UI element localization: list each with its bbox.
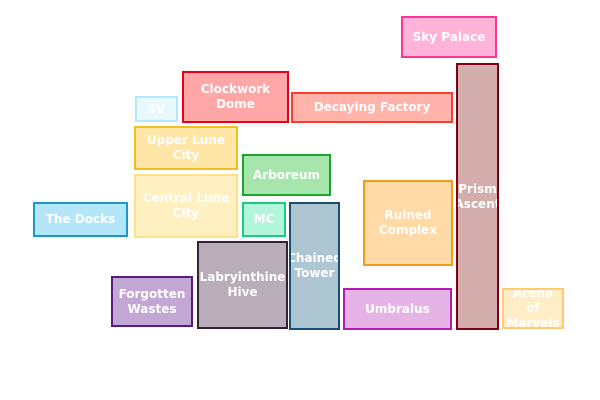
room-label: Prism Ascent bbox=[456, 181, 499, 211]
room-label: Arboreum bbox=[252, 167, 321, 182]
room-label: Labryinthine Hive bbox=[199, 270, 286, 299]
room-label: Umbralus bbox=[365, 301, 430, 316]
room-label: Chained Tower bbox=[289, 251, 340, 280]
room-umbralus[interactable]: Umbralus bbox=[343, 288, 452, 330]
room-label: Decaying Factory bbox=[313, 100, 431, 114]
room-central-lune-city[interactable]: Central Lune City bbox=[134, 174, 238, 238]
room-decaying-factory[interactable]: Decaying Factory bbox=[291, 92, 453, 123]
room-upper-lune-city[interactable]: Upper Lune City bbox=[134, 126, 238, 170]
room-sv[interactable]: SV bbox=[135, 96, 178, 122]
room-label: Ruined Complex bbox=[378, 208, 438, 237]
room-label: Clockwork Dome bbox=[200, 82, 271, 111]
room-forgotten-wastes[interactable]: Forgotten Wastes bbox=[111, 276, 193, 327]
room-labyrinthine-hive[interactable]: Labryinthine Hive bbox=[197, 241, 288, 329]
room-sky-palace[interactable]: Sky Palace bbox=[401, 16, 497, 58]
room-label: Forgotten Wastes bbox=[118, 286, 186, 316]
room-chained-tower[interactable]: Chained Tower bbox=[289, 202, 340, 330]
room-arboreum[interactable]: Arboreum bbox=[242, 154, 331, 196]
room-prism-ascent[interactable]: Prism Ascent bbox=[456, 63, 499, 330]
room-ruined-complex[interactable]: Ruined Complex bbox=[363, 180, 453, 266]
room-arena-of-marvels[interactable]: Arena of Marvels bbox=[502, 288, 564, 329]
room-label: The Docks bbox=[45, 212, 116, 226]
room-label: Central Lune City bbox=[142, 191, 230, 220]
room-label: Upper Lune City bbox=[146, 133, 226, 162]
room-label: SV bbox=[147, 101, 166, 116]
room-label: MC bbox=[253, 212, 275, 226]
room-label: Sky Palace bbox=[412, 29, 486, 44]
room-clockwork-dome[interactable]: Clockwork Dome bbox=[182, 71, 289, 123]
room-mc[interactable]: MC bbox=[242, 202, 286, 237]
room-label: Arena of Marvels bbox=[506, 288, 560, 329]
room-the-docks[interactable]: The Docks bbox=[33, 202, 128, 237]
